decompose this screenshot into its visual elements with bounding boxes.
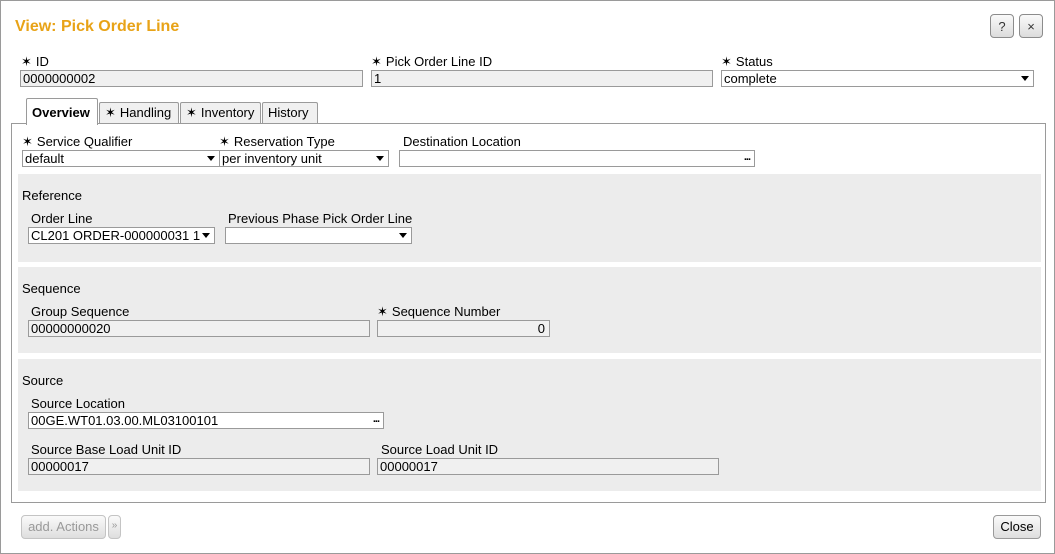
- dropdown-arrow-icon: [1021, 76, 1029, 81]
- required-icon: ✶: [105, 105, 116, 120]
- service-qualifier-select[interactable]: default: [22, 150, 220, 167]
- order-line-label: Order Line: [31, 211, 93, 226]
- help-icon: ?: [998, 18, 1006, 34]
- required-icon: ✶: [721, 54, 732, 69]
- source-group: Source Source Location 00GE.WT01.03.00.M…: [18, 359, 1041, 491]
- order-line-select[interactable]: CL201 ORDER-000000031 1: [28, 227, 215, 244]
- dropdown-arrow-icon: [399, 233, 407, 238]
- reservation-type-label: ✶Reservation Type: [219, 134, 335, 149]
- status-select[interactable]: complete: [721, 70, 1034, 87]
- source-base-load-unit-label: Source Base Load Unit ID: [31, 442, 182, 457]
- pick-order-line-id-label: ✶Pick Order Line ID: [371, 54, 493, 69]
- required-icon: ✶: [186, 105, 197, 120]
- source-title: Source: [22, 373, 64, 388]
- chevron-down-icon[interactable]: »: [108, 515, 121, 539]
- close-button[interactable]: Close: [993, 515, 1041, 539]
- required-icon: ✶: [371, 54, 382, 69]
- dropdown-arrow-icon: [202, 233, 210, 238]
- reference-group: Reference Order Line CL201 ORDER-0000000…: [18, 174, 1041, 262]
- id-field[interactable]: 0000000002: [20, 70, 363, 87]
- destination-location-label: Destination Location: [403, 134, 521, 149]
- required-icon: ✶: [219, 134, 230, 149]
- add-actions-button[interactable]: add. Actions: [21, 515, 106, 539]
- pick-order-line-id-field[interactable]: 1: [371, 70, 713, 87]
- source-base-load-unit-field[interactable]: 00000017: [28, 458, 370, 475]
- required-icon: ✶: [21, 54, 32, 69]
- close-dialog-button[interactable]: ×: [1019, 14, 1043, 38]
- source-location-field[interactable]: 00GE.WT01.03.00.ML03100101 ...: [28, 412, 384, 429]
- close-icon: ×: [1027, 18, 1035, 34]
- sequence-title: Sequence: [22, 281, 81, 296]
- overview-panel: ✶Service Qualifier default ✶Reservation …: [11, 123, 1046, 503]
- tab-inventory[interactable]: ✶Inventory: [180, 102, 261, 124]
- dropdown-arrow-icon: [207, 156, 215, 161]
- group-sequence-label: Group Sequence: [31, 304, 130, 319]
- help-button[interactable]: ?: [990, 14, 1014, 38]
- tab-handling[interactable]: ✶Handling: [99, 102, 179, 124]
- source-load-unit-label: Source Load Unit ID: [381, 442, 499, 457]
- sequence-group: Sequence Group Sequence 00000000020 ✶Seq…: [18, 267, 1041, 353]
- destination-location-field[interactable]: ...: [399, 150, 755, 167]
- sequence-number-field[interactable]: 0: [377, 320, 550, 337]
- reference-title: Reference: [22, 188, 82, 203]
- previous-phase-select[interactable]: [225, 227, 412, 244]
- required-icon: ✶: [377, 304, 388, 319]
- id-label: ✶ID: [21, 54, 49, 69]
- required-icon: ✶: [22, 134, 33, 149]
- sequence-number-label: ✶Sequence Number: [377, 304, 501, 319]
- browse-icon[interactable]: ...: [372, 413, 380, 425]
- previous-phase-label: Previous Phase Pick Order Line: [228, 211, 413, 226]
- group-sequence-field[interactable]: 00000000020: [28, 320, 370, 337]
- browse-icon[interactable]: ...: [743, 151, 751, 163]
- source-load-unit-field[interactable]: 00000017: [377, 458, 719, 475]
- tab-overview[interactable]: Overview: [26, 98, 98, 125]
- status-label: ✶Status: [721, 54, 773, 69]
- tab-history[interactable]: History: [262, 102, 318, 124]
- reservation-type-select[interactable]: per inventory unit: [219, 150, 389, 167]
- service-qualifier-label: ✶Service Qualifier: [22, 134, 133, 149]
- dropdown-arrow-icon: [376, 156, 384, 161]
- dialog-title: View: Pick Order Line: [15, 18, 180, 35]
- source-location-label: Source Location: [31, 396, 125, 411]
